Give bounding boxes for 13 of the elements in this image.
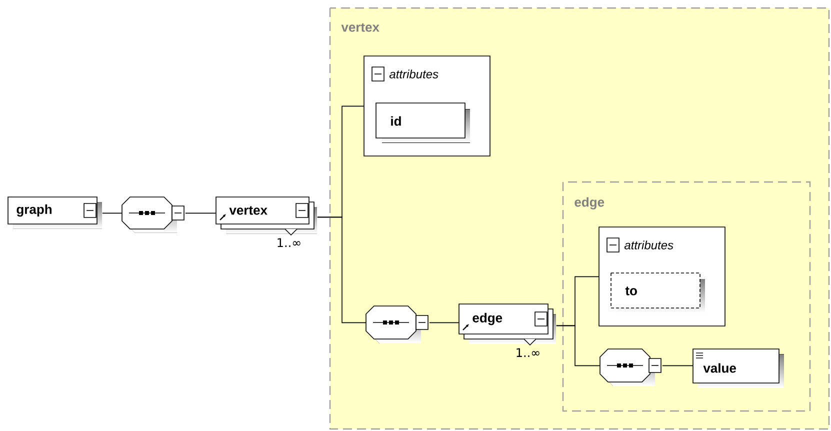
element-box: value xyxy=(692,348,784,388)
attribute-box: id xyxy=(376,102,470,143)
element-box: graph xyxy=(8,196,102,229)
element-box: edge xyxy=(458,304,556,344)
connector-line xyxy=(102,212,122,214)
occurrence-label: 1..∞ xyxy=(516,348,540,357)
connector-line xyxy=(185,212,216,214)
connector-line xyxy=(662,365,694,366)
attribute-box: to xyxy=(610,272,705,313)
connector-line xyxy=(317,216,366,324)
connector-line xyxy=(429,322,460,324)
occurrence-label: 1..∞ xyxy=(278,238,300,247)
connector-line xyxy=(556,325,600,366)
